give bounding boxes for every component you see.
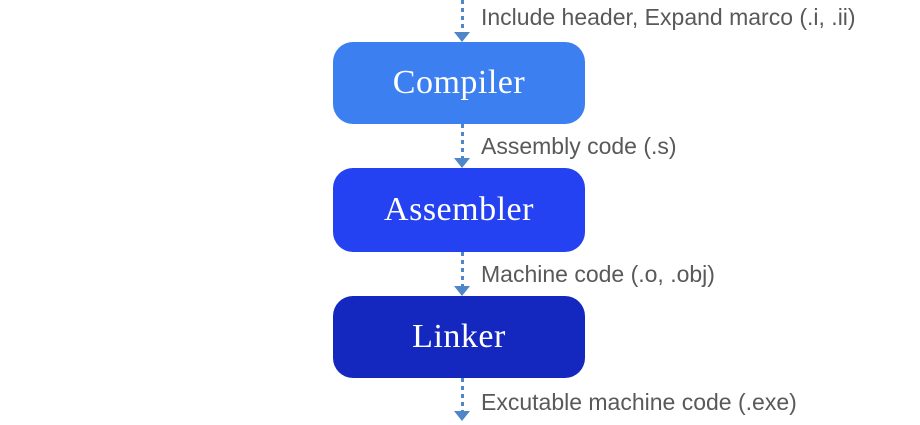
node-assembler: Assembler <box>333 168 585 252</box>
arrow-compiler-to-assembler <box>453 124 471 168</box>
arrow-down-icon <box>454 32 470 42</box>
node-compiler: Compiler <box>333 42 585 124</box>
arrow-assembler-to-linker <box>453 252 471 296</box>
edge-label-linker-output: Excutable machine code (.exe) <box>481 389 797 415</box>
arrow-dotted-line <box>460 0 464 32</box>
arrow-dotted-line <box>460 124 464 158</box>
arrow-down-icon <box>454 286 470 296</box>
arrow-dotted-line <box>460 378 464 411</box>
node-linker: Linker <box>333 296 585 378</box>
node-assembler-label: Assembler <box>384 191 534 228</box>
edge-label-preprocessor-output: Include header, Expand marco (.i, .ii) <box>481 4 856 30</box>
arrow-down-icon <box>454 411 470 421</box>
arrow-preprocessor-to-compiler <box>453 0 471 42</box>
arrow-dotted-line <box>460 252 464 286</box>
edge-label-compiler-output: Assembly code (.s) <box>481 133 677 159</box>
node-linker-label: Linker <box>412 318 506 355</box>
edge-label-assembler-output: Machine code (.o, .obj) <box>481 261 715 287</box>
arrow-linker-to-output <box>453 378 471 421</box>
arrow-down-icon <box>454 158 470 168</box>
node-compiler-label: Compiler <box>392 64 526 101</box>
